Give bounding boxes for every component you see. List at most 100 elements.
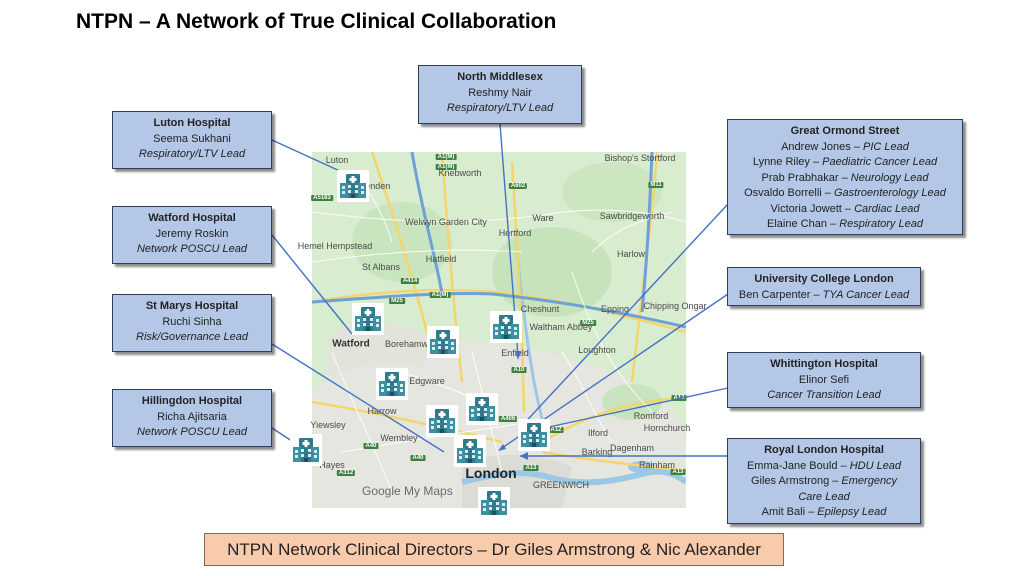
box-great-ormond-street: Great Ormond Street Andrew Jones – PIC L… <box>727 119 963 235</box>
map-label-hemel: Hemel Hempstead <box>297 241 373 251</box>
box-role: Network POSCU Lead <box>136 426 248 438</box>
box-line: Emma-Jane Bould – HDU Lead <box>746 459 902 472</box>
map-label-edgware: Edgware <box>409 376 445 386</box>
box-line: Prab Prabhakar – Neurology Lead <box>761 171 929 184</box>
box-role: Gastroenterology Lead <box>833 187 946 199</box>
box-person: Giles Armstrong <box>750 475 830 487</box>
map-label-st-albans: St Albans <box>361 262 401 272</box>
box-person: Elaine Chan <box>767 218 827 230</box>
box-line: Giles Armstrong – Emergency <box>750 475 898 487</box>
road-shield: A10 <box>511 367 527 373</box>
map-label-hayes: Hayes <box>319 460 345 470</box>
map-label-hertford: Hertford <box>498 228 532 238</box>
hospital-building-icon[interactable] <box>454 435 486 467</box>
map-label-harrow: Harrow <box>367 406 397 416</box>
box-royal-london: Royal London Hospital Emma-Jane Bould – … <box>727 438 921 524</box>
box-heading: University College London <box>754 273 894 285</box>
hospital-building-icon[interactable] <box>376 368 408 400</box>
hospital-building-icon[interactable] <box>427 326 459 358</box>
box-st-marys: St Marys Hospital Ruchi Sinha Risk/Gover… <box>112 294 272 352</box>
box-heading: Watford Hospital <box>148 212 236 224</box>
map-label-watford: Watford <box>332 338 370 350</box>
box-person: Ben Carpenter <box>738 288 811 301</box>
box-person: Andrew Jones <box>781 140 851 153</box>
box-role: Paediatric Cancer Lead <box>822 156 938 168</box>
box-person: Osvaldo Borrelli <box>744 187 822 199</box>
box-role: Risk/Governance Lead <box>136 331 248 343</box>
box-person: Lynne Riley <box>752 156 810 168</box>
map-label-hornchurch: Hornchurch <box>643 423 691 433</box>
box-line: Andrew Jones – PIC Lead <box>781 140 909 153</box>
hospital-building-icon[interactable] <box>518 419 550 451</box>
road-shield: M25 <box>580 320 596 326</box>
map-attribution: Google My Maps <box>362 484 453 498</box>
hospital-building-icon[interactable] <box>466 393 498 425</box>
box-role: PIC Lead <box>863 140 909 153</box>
map-label-hatfield: Hatfield <box>425 254 457 264</box>
box-person: Victoria Jowett <box>770 202 842 215</box>
box-person: Prab Prabhakar <box>761 171 839 184</box>
clinical-directors-banner: NTPN Network Clinical Directors – Dr Gil… <box>204 533 784 566</box>
box-heading: Great Ormond Street <box>790 125 900 137</box>
box-role: Cardiac Lead <box>854 202 920 215</box>
box-whittington: Whittington Hospital Elinor Sefi Cancer … <box>727 352 921 408</box>
box-heading: Hillingdon Hospital <box>141 395 243 407</box>
road-shield: M25 <box>389 298 405 304</box>
box-person: Jeremy Roskin <box>155 227 229 240</box>
box-person: Richa Ajitsaria <box>157 410 227 423</box>
map-label-ware: Ware <box>532 213 554 223</box>
hospital-building-icon[interactable] <box>290 434 322 466</box>
box-role: Network POSCU Lead <box>136 243 248 255</box>
box-luton: Luton Hospital Seema Sukhani Respiratory… <box>112 111 272 169</box>
map-label-chipping-ongar: Chipping Ongar <box>643 301 707 311</box>
box-line: Ben Carpenter – TYA Cancer Lead <box>738 288 910 301</box>
box-person: Ruchi Sinha <box>162 315 222 328</box>
hospital-building-icon[interactable] <box>337 170 369 202</box>
map-label-wembley: Wembley <box>380 433 418 443</box>
page-title: NTPN – A Network of True Clinical Collab… <box>76 10 557 33</box>
road-shield: A40 <box>410 455 426 461</box>
box-role: TYA Cancer Lead <box>822 288 910 301</box>
map-label-bishops-stortford: Bishop's Stortford <box>604 153 676 163</box>
road-shield: M11 <box>648 182 664 188</box>
box-watford: Watford Hospital Jeremy Roskin Network P… <box>112 206 272 264</box>
hospital-building-icon[interactable] <box>352 303 384 335</box>
box-line: Osvaldo Borrelli – Gastroenterology Lead <box>744 187 946 199</box>
box-person: Seema Sukhani <box>153 132 231 145</box>
road-shield: A406 <box>498 416 518 422</box>
map-label-yiewsley: Yiewsley <box>310 420 346 430</box>
map-label-loughton: Loughton <box>578 345 616 355</box>
road-shield: A13 <box>670 469 686 475</box>
box-role: Respiratory/LTV Lead <box>446 102 554 114</box>
map-label-ilford: Ilford <box>587 428 609 438</box>
box-heading: St Marys Hospital <box>145 300 239 312</box>
box-role: Respiratory/LTV Lead <box>138 148 246 160</box>
road-shield: A414 <box>400 278 420 284</box>
box-role: Epilepsy Lead <box>817 506 887 518</box>
box-line: Victoria Jowett – Cardiac Lead <box>770 202 920 215</box>
road-shield: A1(M) <box>435 154 457 160</box>
box-person: Amit Bali <box>761 506 806 518</box>
box-role: Neurology Lead <box>850 171 929 184</box>
box-heading: Royal London Hospital <box>764 444 884 456</box>
map-label-knebworth: Knebworth <box>438 168 482 178</box>
road-shield: A5183 <box>311 195 333 201</box>
map-label-enfield: Enfield <box>501 348 529 358</box>
map-label-rainham: Rainham <box>638 460 676 470</box>
map-label-dagenham: Dagenham <box>609 443 655 453</box>
map-label-london: London <box>465 465 517 481</box>
hospital-building-icon[interactable] <box>478 487 510 519</box>
road-shield: A12 <box>548 427 564 433</box>
hospital-building-icon[interactable] <box>490 311 522 343</box>
hospital-building-icon[interactable] <box>426 405 458 437</box>
map-label-luton: Luton <box>325 155 349 165</box>
box-hillingdon: Hillingdon Hospital Richa Ajitsaria Netw… <box>112 389 272 447</box>
box-heading: Luton Hospital <box>153 117 231 129</box>
box-role: Care Lead <box>798 490 850 503</box>
map-label-cheshunt: Cheshunt <box>520 304 560 314</box>
box-north-middlesex: North Middlesex Reshmy Nair Respiratory/… <box>418 65 582 124</box>
box-role: Emergency <box>841 475 898 487</box>
map-label-sawbridgeworth: Sawbridgeworth <box>599 211 665 221</box>
road-shield: A13 <box>523 465 539 471</box>
box-heading: Whittington Hospital <box>770 358 878 370</box>
